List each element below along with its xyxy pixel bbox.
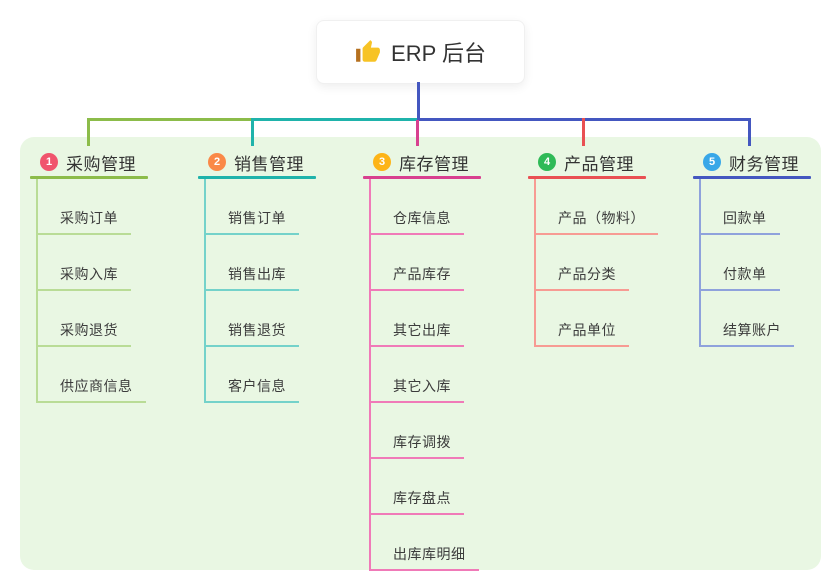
- branch-title-purchase[interactable]: 1 采购管理: [30, 148, 148, 176]
- branch-children: 采购订单 采购入库 采购退货 供应商信息: [36, 179, 148, 403]
- branch-underline: [528, 176, 646, 179]
- child-node[interactable]: 采购入库: [38, 235, 131, 291]
- child-label: 其它入库: [393, 378, 451, 394]
- child-label: 仓库信息: [393, 210, 451, 226]
- connector-drop-branch-2: [251, 118, 254, 146]
- child-label: 出库库明细: [393, 546, 466, 562]
- branch-underline: [693, 176, 811, 179]
- child-node[interactable]: 结算账户: [701, 291, 794, 347]
- branch-label: 产品管理: [564, 154, 634, 174]
- connector-drop-branch-3: [416, 120, 419, 146]
- child-label: 付款单: [723, 266, 767, 282]
- branch-underline: [198, 176, 316, 179]
- child-label: 产品单位: [558, 322, 616, 338]
- child-node[interactable]: 出库库明细: [371, 515, 479, 571]
- branch-sales: 2 销售管理 销售订单 销售出库 销售退货 客户信息: [198, 148, 316, 403]
- branch-number-badge: 1: [40, 153, 58, 171]
- branch-children: 仓库信息 产品库存 其它出库 其它入库 库存调拨 库存盘点 出库库明细: [369, 179, 481, 571]
- child-label: 产品（物料）: [558, 210, 645, 226]
- connector-horizontal-left-green: [87, 118, 252, 121]
- connector-drop-branch-1: [87, 118, 90, 146]
- child-node[interactable]: 库存盘点: [371, 459, 464, 515]
- child-node[interactable]: 产品单位: [536, 291, 629, 347]
- child-node[interactable]: 产品库存: [371, 235, 464, 291]
- branch-underline: [363, 176, 481, 179]
- child-label: 采购订单: [60, 210, 118, 226]
- child-node[interactable]: 其它出库: [371, 291, 464, 347]
- branch-label: 销售管理: [234, 154, 304, 174]
- branch-number-badge: 5: [703, 153, 721, 171]
- branch-title-inventory[interactable]: 3 库存管理: [363, 148, 481, 176]
- branch-children: 销售订单 销售出库 销售退货 客户信息: [204, 179, 316, 403]
- branch-label: 库存管理: [399, 154, 469, 174]
- branch-title-finance[interactable]: 5 财务管理: [693, 148, 811, 176]
- branch-children: 产品（物料） 产品分类 产品单位: [534, 179, 658, 347]
- child-label: 产品库存: [393, 266, 451, 282]
- connector-horizontal-left-teal: [252, 118, 418, 121]
- child-label: 结算账户: [723, 322, 781, 338]
- child-node[interactable]: 采购退货: [38, 291, 131, 347]
- child-node[interactable]: 回款单: [701, 179, 780, 235]
- child-node[interactable]: 产品分类: [536, 235, 629, 291]
- child-node[interactable]: 客户信息: [206, 347, 299, 403]
- child-label: 供应商信息: [60, 378, 133, 394]
- child-node[interactable]: 产品（物料）: [536, 179, 658, 235]
- child-label: 客户信息: [228, 378, 286, 394]
- child-node[interactable]: 其它入库: [371, 347, 464, 403]
- child-node[interactable]: 销售出库: [206, 235, 299, 291]
- branch-finance: 5 财务管理 回款单 付款单 结算账户: [693, 148, 811, 347]
- child-node[interactable]: 库存调拨: [371, 403, 464, 459]
- branch-children: 回款单 付款单 结算账户: [699, 179, 811, 347]
- branch-underline: [30, 176, 148, 179]
- connector-drop-branch-5: [748, 118, 751, 146]
- child-node[interactable]: 仓库信息: [371, 179, 464, 235]
- root-node[interactable]: ERP 后台: [316, 20, 525, 84]
- child-label: 采购入库: [60, 266, 118, 282]
- child-label: 库存盘点: [393, 490, 451, 506]
- branch-title-product[interactable]: 4 产品管理: [528, 148, 658, 176]
- child-node[interactable]: 销售订单: [206, 179, 299, 235]
- child-node[interactable]: 付款单: [701, 235, 780, 291]
- child-label: 采购退货: [60, 322, 118, 338]
- branch-purchase: 1 采购管理 采购订单 采购入库 采购退货 供应商信息: [30, 148, 148, 403]
- child-node[interactable]: 供应商信息: [38, 347, 146, 403]
- branches-panel: [20, 137, 821, 570]
- child-label: 销售订单: [228, 210, 286, 226]
- child-node[interactable]: 销售退货: [206, 291, 299, 347]
- branch-inventory: 3 库存管理 仓库信息 产品库存 其它出库 其它入库 库存调拨 库存盘点 出库库…: [363, 148, 481, 571]
- thumbs-up-icon: [356, 40, 380, 62]
- branch-title-sales[interactable]: 2 销售管理: [198, 148, 316, 176]
- branch-label: 采购管理: [66, 154, 136, 174]
- branch-number-badge: 3: [373, 153, 391, 171]
- child-label: 库存调拨: [393, 434, 451, 450]
- child-node[interactable]: 采购订单: [38, 179, 131, 235]
- child-label: 销售退货: [228, 322, 286, 338]
- branch-number-badge: 2: [208, 153, 226, 171]
- child-label: 销售出库: [228, 266, 286, 282]
- branch-number-badge: 4: [538, 153, 556, 171]
- connector-drop-branch-4: [582, 118, 585, 146]
- connector-root-drop: [417, 82, 420, 118]
- branch-product: 4 产品管理 产品（物料） 产品分类 产品单位: [528, 148, 658, 347]
- child-label: 回款单: [723, 210, 767, 226]
- root-label: ERP 后台: [391, 41, 486, 66]
- child-label: 产品分类: [558, 266, 616, 282]
- branch-label: 财务管理: [729, 154, 799, 174]
- child-label: 其它出库: [393, 322, 451, 338]
